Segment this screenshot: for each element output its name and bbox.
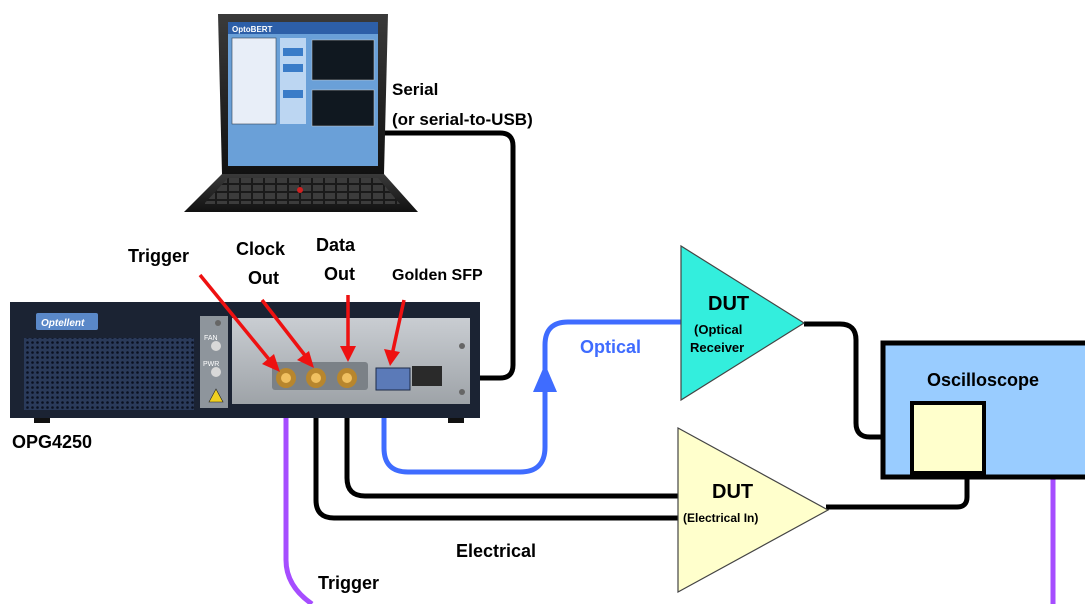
optical-direction-arrowhead xyxy=(533,364,557,392)
data-out-cable xyxy=(344,387,686,499)
dut-electrical-to-scope-cable xyxy=(826,475,970,510)
clock-out-label-line2: Out xyxy=(248,268,279,288)
dut-optical-title: DUT xyxy=(708,293,749,315)
clock-out-cable xyxy=(313,387,686,521)
callout-arrows xyxy=(198,273,406,372)
trigger-cable xyxy=(283,390,314,604)
serial-label: Serial xyxy=(392,80,438,99)
app-graph-top xyxy=(311,39,375,81)
instrument-foot xyxy=(448,418,464,423)
optical-label: Optical xyxy=(580,337,641,357)
trigger-arrowhead xyxy=(262,354,280,372)
screw xyxy=(459,343,465,349)
fan-label: FAN xyxy=(204,335,218,342)
trigger-connector xyxy=(276,368,296,388)
brand-logo xyxy=(36,313,98,330)
serial-subtitle-label: (or serial-to-USB) xyxy=(392,110,533,129)
screw xyxy=(215,320,221,326)
optical-cable xyxy=(381,319,681,475)
app-titlebar xyxy=(228,22,378,34)
dut-optical-to-scope-cable xyxy=(804,321,885,440)
sfp-cage xyxy=(412,366,442,386)
pwr-led xyxy=(211,367,221,377)
trigger-arrow xyxy=(198,273,274,365)
app-button-2 xyxy=(283,64,303,72)
clock-out-arrow xyxy=(260,298,309,360)
dut-electrical-triangle xyxy=(677,426,830,594)
oscilloscope-title: Oscilloscope xyxy=(927,370,1039,390)
dut-optical-subtitle-line1: (Optical xyxy=(694,322,742,337)
screw xyxy=(459,389,465,395)
instrument-foot xyxy=(34,418,50,423)
dut-electrical-title: DUT xyxy=(712,481,753,503)
clock-out-label-line1: Clock xyxy=(236,239,286,259)
clock-out-arrowhead xyxy=(297,351,314,368)
data-out-connector xyxy=(337,368,357,388)
serial-cable xyxy=(378,130,516,381)
data-out-label-line1: Data xyxy=(316,235,356,255)
golden-sfp-arrowhead xyxy=(384,349,400,366)
laptop: OptoBERT xyxy=(184,14,418,212)
app-left-panel xyxy=(231,37,277,125)
dut-optical-triangle xyxy=(680,244,806,402)
brand-logo-text: Optellent xyxy=(41,318,85,329)
app-title: OptoBERT xyxy=(232,25,273,34)
dut-optical-subtitle-line2: Receiver xyxy=(690,340,744,355)
electrical-label: Electrical xyxy=(456,541,536,561)
dut-electrical-subtitle: (Electrical In) xyxy=(683,511,758,525)
app-button-1 xyxy=(283,48,303,56)
clock-out-connector xyxy=(306,368,326,388)
golden-sfp-arrow xyxy=(390,299,406,356)
pwr-label: PWR xyxy=(203,361,219,368)
app-graph-bottom xyxy=(311,89,375,127)
trigger-port-label: Trigger xyxy=(128,246,189,266)
instrument-opg4250: Optellent FAN PWR xyxy=(10,302,480,423)
instrument-vent-grille xyxy=(24,338,194,410)
golden-sfp-label: Golden SFP xyxy=(392,267,483,284)
instrument-model-label: OPG4250 xyxy=(12,432,92,452)
app-button-3 xyxy=(283,90,303,98)
trigger-cable-label: Trigger xyxy=(318,573,379,593)
data-out-arrowhead xyxy=(340,346,356,362)
golden-sfp-module xyxy=(375,367,411,391)
oscilloscope-screen xyxy=(910,401,986,475)
fan-led xyxy=(211,341,221,351)
trackpoint xyxy=(297,187,303,193)
data-out-label-line2: Out xyxy=(324,264,355,284)
warning-icon xyxy=(208,388,224,403)
